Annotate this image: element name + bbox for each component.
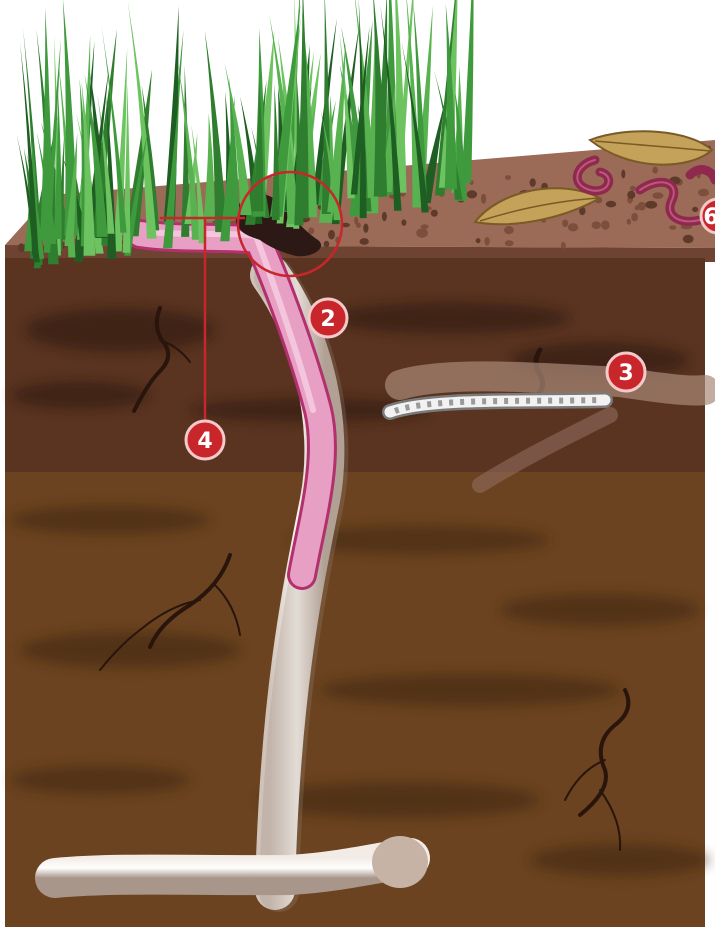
burrow-chamber <box>372 836 428 888</box>
soil-crumb <box>592 221 601 229</box>
soil-crumb <box>627 219 631 225</box>
soil-crumb <box>484 237 489 246</box>
burrow-tunnel-horizontal <box>55 858 410 878</box>
soil-crumb <box>328 230 335 240</box>
soil-crumb <box>324 241 330 248</box>
soil-crumb <box>505 175 511 180</box>
label-badge-6: 6 <box>701 199 715 233</box>
soil-crumb <box>638 202 646 211</box>
soil-crumb <box>363 224 368 233</box>
soil-crumb <box>692 207 698 212</box>
label-badge-2: 2 <box>309 299 347 337</box>
grass-blade <box>461 0 473 183</box>
soil-crumb <box>18 243 25 252</box>
soil-crumb <box>562 220 568 228</box>
soil-crumb <box>669 225 676 230</box>
label-badge-3: 3 <box>607 353 645 391</box>
soil-crumb <box>401 219 406 225</box>
soil-crumb <box>645 201 657 209</box>
soil-crumb <box>652 192 663 199</box>
soil-crumb <box>630 186 636 191</box>
soil-crumb <box>416 228 428 237</box>
soil-crumb <box>530 178 536 187</box>
soil-crumb <box>308 228 314 235</box>
soil-crumb <box>561 242 566 249</box>
larva-burrow <box>400 376 705 390</box>
soil-crumb <box>481 194 486 204</box>
soil-crumb <box>653 167 658 174</box>
soil-crumb <box>505 240 514 246</box>
label-number: 2 <box>320 307 335 332</box>
soil-crumb <box>698 189 709 197</box>
soil-crumb <box>504 226 514 234</box>
label-badge-4: 4 <box>186 421 224 459</box>
label-number: 3 <box>618 361 633 386</box>
soil-crumb <box>360 238 369 245</box>
bottom-border <box>0 927 715 937</box>
soil-crumb <box>476 238 481 243</box>
soil-crumb <box>354 217 358 225</box>
label-number: 6 <box>703 205 715 230</box>
soil-crumb <box>631 213 638 221</box>
soil-crumb <box>683 235 694 243</box>
label-number: 4 <box>197 429 212 454</box>
soil-crumb <box>467 190 477 198</box>
soil-crumb <box>621 170 625 179</box>
soil-crumb <box>601 220 610 229</box>
soil-crumb <box>431 210 438 217</box>
soil-crumb <box>627 191 635 199</box>
soil-crumb <box>382 212 387 221</box>
soil-crumb <box>606 201 616 208</box>
grass-blade <box>322 0 331 214</box>
soil-crumb <box>568 223 578 231</box>
